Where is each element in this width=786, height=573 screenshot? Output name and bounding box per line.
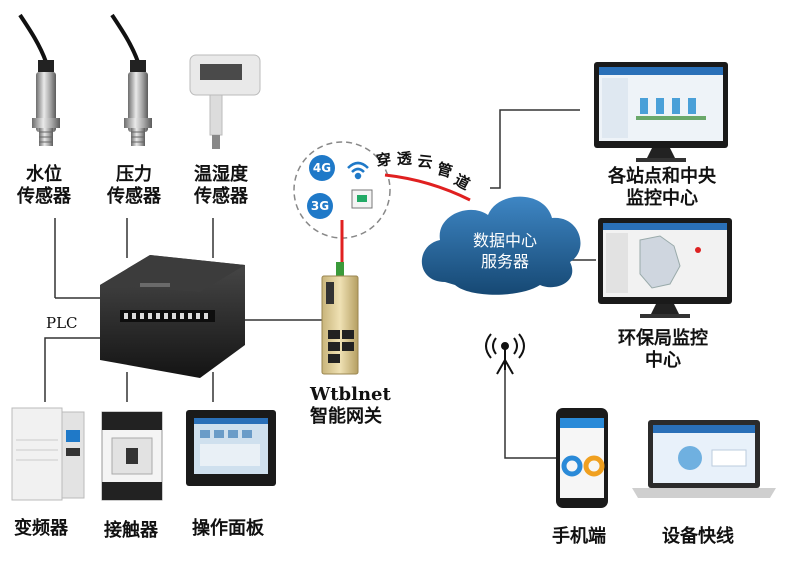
water-level-sensor-label: 水位 传感器 [14, 164, 74, 208]
inverter-label: 变频器 [14, 518, 68, 539]
contactor-label: 接触器 [104, 520, 158, 541]
pipe-char-1: 穿 [375, 150, 392, 170]
badge-3g: 3G [311, 199, 329, 213]
water-level-sensor-label-line2: 传感器 [17, 186, 71, 207]
env-monitor-image [598, 218, 732, 318]
pressure-sensor-label-line1: 压力 [116, 164, 152, 185]
station-monitor-label: 各站点和中央 监控中心 [596, 166, 728, 210]
gateway-label: Wtblnet 智能网关 [310, 384, 391, 428]
gateway-label-line1: Wtblnet [310, 384, 391, 405]
data-center-label-line1: 数据中心 [472, 231, 537, 250]
env-monitor-label-line1: 环保局监控 [618, 328, 708, 349]
station-monitor-label-line2: 监控中心 [626, 188, 698, 209]
link-network-cloud [384, 173, 471, 202]
temp-humidity-sensor-label: 温湿度 传感器 [186, 164, 256, 208]
gateway-image [321, 262, 359, 375]
data-center-label-line2: 服务器 [480, 252, 529, 271]
water-level-sensor-image [18, 13, 60, 146]
plc-image [100, 255, 245, 378]
antenna-icon [485, 333, 525, 375]
connector-lines [44, 109, 596, 459]
cloud-shape [421, 196, 581, 295]
pipe-char-4: 管 [435, 160, 454, 181]
pipe-char-3: 云 [417, 152, 434, 171]
mobile-label: 手机端 [552, 526, 606, 547]
gateway-label-line2: 智能网关 [310, 406, 382, 427]
wifi-icon [347, 161, 369, 180]
temp-humidity-sensor-label-line2: 传感器 [194, 186, 248, 207]
pressure-sensor-label-line2: 传感器 [107, 186, 161, 207]
operation-panel-image [186, 410, 276, 486]
station-monitor-image [594, 62, 728, 162]
contactor-image [101, 411, 163, 501]
line-antenna-mobile [504, 360, 556, 459]
plc-label: PLC [46, 314, 78, 332]
operation-panel-label: 操作面板 [192, 518, 264, 539]
env-monitor-label-line2: 中心 [645, 350, 681, 371]
line-plc-inverter [44, 337, 105, 402]
pipe-char-5: 道 [451, 171, 473, 194]
line-cloud-station [490, 109, 580, 189]
ethernet-icon [351, 189, 373, 209]
cloud-pipe-label: 穿 透 云 管 道 [375, 149, 473, 193]
badge-4g: 4G [313, 161, 331, 175]
pressure-sensor-label: 压力 传感器 [102, 164, 166, 208]
data-center-label: 数据中心 服务器 [455, 230, 555, 272]
temp-humidity-sensor-label-line1: 温湿度 [194, 164, 248, 185]
station-monitor-label-line1: 各站点和中央 [608, 166, 716, 187]
temp-humidity-sensor-image [189, 54, 261, 149]
pressure-sensor-image [110, 13, 152, 146]
env-monitor-label: 环保局监控 中心 [600, 328, 726, 372]
pipe-char-2: 透 [397, 149, 414, 168]
phone-image [556, 408, 608, 508]
laptop-image [632, 420, 776, 498]
wireless-links [340, 173, 471, 262]
water-level-sensor-label-line1: 水位 [26, 164, 62, 185]
device-online-label: 设备快线 [662, 526, 734, 547]
inverter-image [11, 407, 85, 501]
